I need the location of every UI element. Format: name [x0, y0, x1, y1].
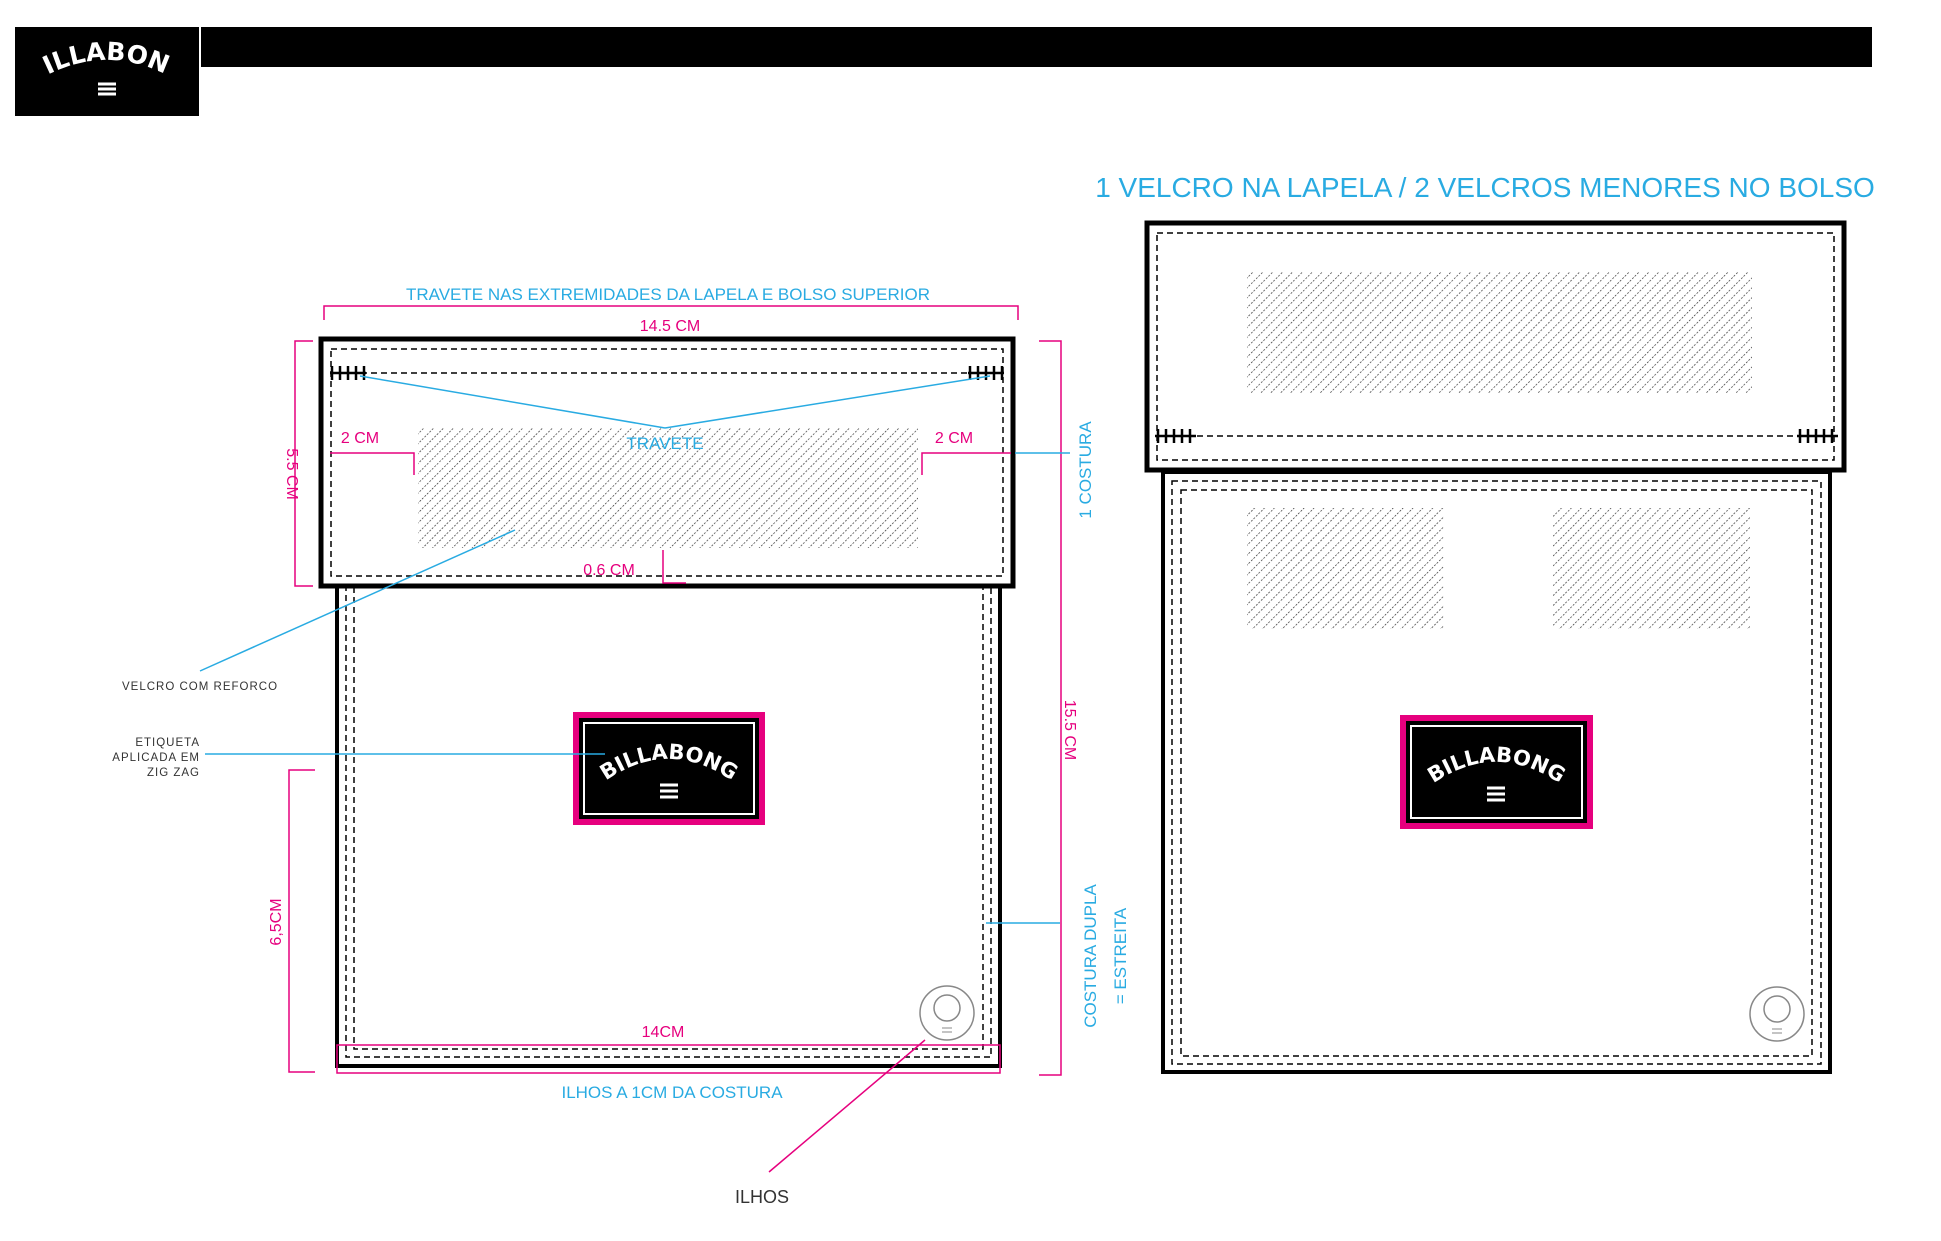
- note-etiqueta-1: ETIQUETA: [135, 737, 200, 749]
- front-pocket-drawing: BILLABONG: [318, 336, 1016, 1068]
- dim-height-total: 15.5 CM: [1061, 700, 1078, 760]
- note-travete-extremidades: TRAVETE NAS EXTREMIDADES DA LAPELA E BOL…: [406, 285, 930, 304]
- travete-open-left-icon: [1155, 429, 1196, 443]
- note-etiqueta-3: ZIG ZAG: [147, 767, 200, 779]
- pocket-body: [335, 581, 1002, 1068]
- label-patch: BILLABONG: [573, 712, 765, 825]
- open-pocket-stitch-outer: [1171, 480, 1822, 1065]
- travete-right-icon: [968, 366, 1004, 380]
- open-pocket-stitch-inner: [1180, 489, 1813, 1057]
- dim-height-lower: 6,5CM: [268, 898, 285, 945]
- note-travete: TRAVETE: [626, 434, 703, 453]
- note-costura-estreita: = ESTREITA: [1111, 907, 1130, 1004]
- velcro-pocket-left: [1247, 508, 1444, 629]
- note-costura-dupla: COSTURA DUPLA: [1081, 884, 1100, 1028]
- open-pocket-drawing: BILLABONG: [1144, 220, 1847, 1074]
- dim-height-flap: 5.5 CM: [283, 448, 300, 500]
- dim-width-top: 14.5 CM: [640, 318, 700, 335]
- travete-left-icon: [330, 366, 366, 380]
- open-flap-stitch: [1156, 232, 1835, 461]
- note-etiqueta-2: APLICADA EM: [112, 752, 200, 764]
- velcro-flap-open: [1247, 272, 1752, 393]
- header-bar: [201, 27, 1872, 67]
- velcro-pocket-right: [1553, 508, 1750, 629]
- note-costura: 1 COSTURA: [1076, 421, 1095, 519]
- header-logo-box: [15, 27, 199, 116]
- leader-lines: [199, 375, 1070, 924]
- travete-open-right-icon: [1797, 429, 1838, 443]
- dimension-lines: [288, 305, 1062, 1173]
- note-ilhos-costura: ILHOS A 1CM DA COSTURA: [561, 1083, 783, 1102]
- dim-margin-right: 2 CM: [935, 430, 973, 447]
- open-label-patch: BILLABONG: [1400, 715, 1593, 829]
- dim-width-bottom: 14CM: [642, 1024, 685, 1041]
- eyelet-icon: [919, 985, 975, 1041]
- note-ilhos: ILHOS: [735, 1187, 789, 1207]
- dim-gap-bottom: 0.6 CM: [583, 562, 635, 579]
- flap-stitch: [330, 348, 1004, 577]
- note-velcro-reforco: VELCRO COM REFORCO: [122, 681, 278, 693]
- velcro-flap: [418, 428, 918, 548]
- open-eyelet-icon: [1749, 986, 1805, 1042]
- right-title: 1 VELCRO NA LAPELA / 2 VELCROS MENORES N…: [1095, 172, 1875, 203]
- dim-margin-left: 2 CM: [341, 430, 379, 447]
